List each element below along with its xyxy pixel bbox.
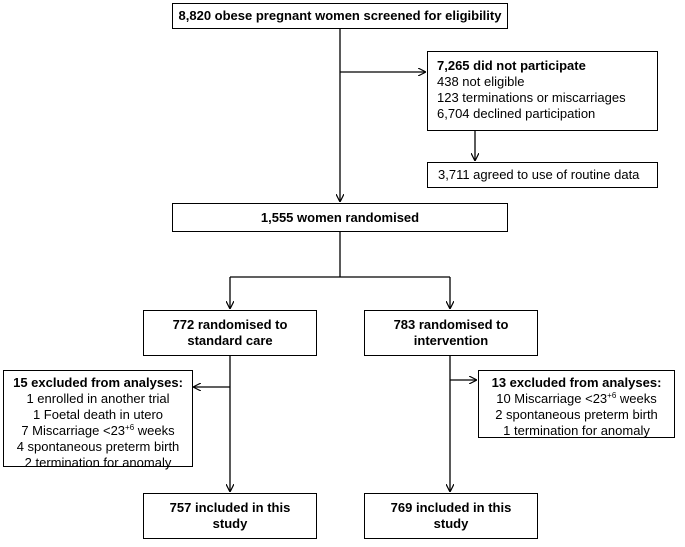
not-participate-title: 7,265 did not participate bbox=[437, 58, 586, 73]
not-participate-box: 7,265 did not participate 438 not eligib… bbox=[427, 51, 658, 131]
randomised-text: 1,555 women randomised bbox=[260, 210, 420, 225]
superscript: +6 bbox=[125, 423, 135, 432]
included-standard-line: 757 included in this bbox=[169, 500, 291, 515]
included-intervention-box: 769 included in this study bbox=[364, 493, 538, 539]
excluded-intervention-title: 13 excluded from analyses: bbox=[491, 375, 662, 390]
excluded-standard-line: 1 Foetal death in utero bbox=[32, 407, 164, 422]
excluded-intervention-box: 13 excluded from analyses: 10 Miscarriag… bbox=[478, 370, 675, 438]
excluded-standard-box: 15 excluded from analyses: 1 enrolled in… bbox=[3, 370, 193, 470]
excluded-standard-line: 7 Miscarriage <23+6 weeks bbox=[4, 423, 192, 439]
routine-data-text: 3,711 agreed to use of routine data bbox=[438, 167, 640, 182]
included-standard-line: study bbox=[212, 516, 248, 531]
excluded-intervention-line: 10 Miscarriage <23+6 weeks bbox=[479, 391, 674, 407]
intervention-box: 783 randomised to intervention bbox=[364, 310, 538, 356]
intervention-line: intervention bbox=[413, 333, 489, 348]
included-intervention-line: study bbox=[433, 516, 469, 531]
standard-care-line: 772 randomised to bbox=[172, 317, 288, 332]
excluded-standard-title: 15 excluded from analyses: bbox=[13, 375, 183, 390]
standard-care-box: 772 randomised to standard care bbox=[143, 310, 317, 356]
excluded-standard-line: 2 termination for anomaly bbox=[24, 455, 172, 470]
screened-box: 8,820 obese pregnant women screened for … bbox=[172, 3, 508, 29]
not-participate-line: 6,704 declined participation bbox=[437, 106, 596, 121]
superscript: +6 bbox=[607, 391, 617, 400]
excluded-standard-line: 1 enrolled in another trial bbox=[26, 391, 170, 406]
included-intervention-line: 769 included in this bbox=[390, 500, 512, 515]
excluded-intervention-line: 2 spontaneous preterm birth bbox=[495, 407, 658, 422]
routine-data-box: 3,711 agreed to use of routine data bbox=[427, 162, 658, 188]
intervention-line: 783 randomised to bbox=[393, 317, 509, 332]
excluded-standard-line-suffix: weeks bbox=[134, 423, 175, 438]
not-participate-line: 123 terminations or miscarriages bbox=[437, 90, 626, 105]
randomised-box: 1,555 women randomised bbox=[172, 203, 508, 232]
excluded-standard-line-text: 7 Miscarriage <23 bbox=[21, 423, 126, 438]
included-standard-box: 757 included in this study bbox=[143, 493, 317, 539]
standard-care-line: standard care bbox=[187, 333, 273, 348]
excluded-standard-line: 4 spontaneous preterm birth bbox=[16, 439, 180, 454]
screened-text: 8,820 obese pregnant women screened for … bbox=[178, 8, 502, 23]
excluded-intervention-line: 1 termination for anomaly bbox=[503, 423, 650, 438]
not-participate-line: 438 not eligible bbox=[437, 74, 525, 89]
excluded-intervention-line-text: 10 Miscarriage <23 bbox=[496, 391, 608, 406]
excluded-intervention-line-suffix: weeks bbox=[616, 391, 657, 406]
